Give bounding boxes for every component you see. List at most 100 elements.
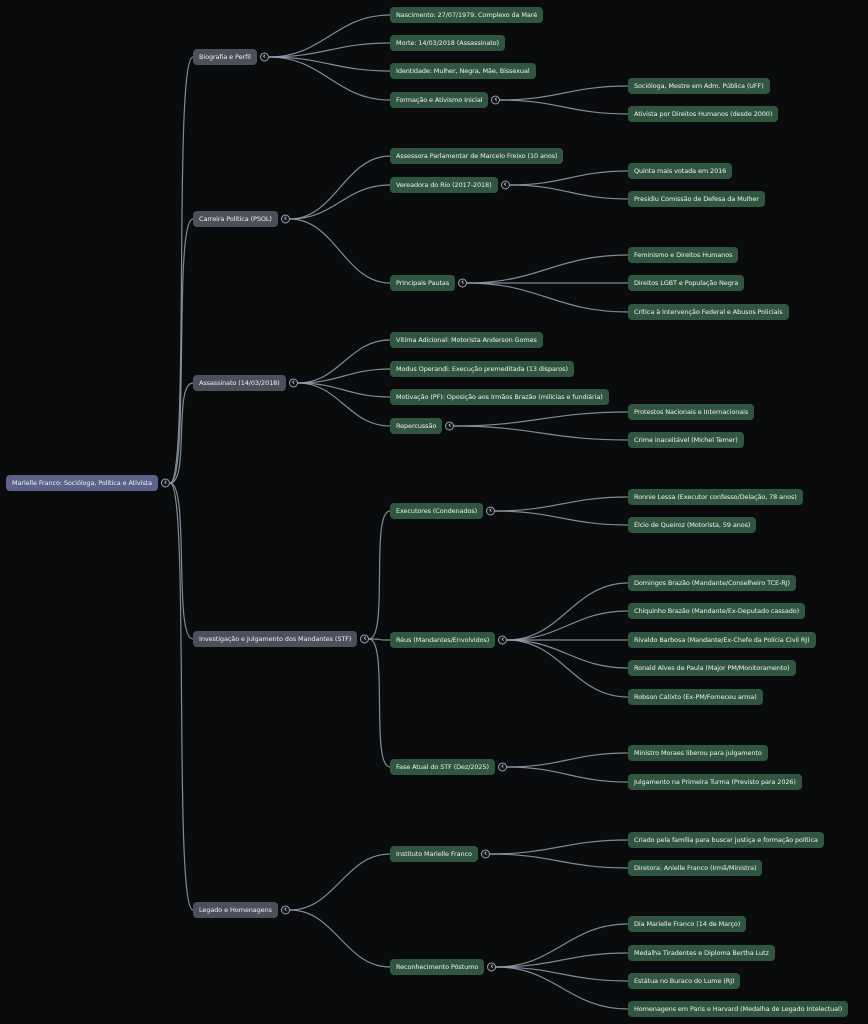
node-label: Modus Operandi: Execução premeditada (13…	[396, 364, 568, 373]
node-label: Nascimento: 27/07/1979, Complexo da Maré	[396, 10, 538, 19]
mindmap-node: Quinta mais votada em 2016	[628, 163, 733, 179]
node-label: Repercussão	[396, 421, 437, 430]
mindmap-node: Medalha Tiradentes e Diploma Bertha Lutz	[628, 945, 775, 961]
mindmap-node: Chiquinho Brazão (Mandante/Ex-Deputado c…	[628, 603, 806, 619]
edge-curve	[289, 155, 391, 220]
collapse-toggle-icon[interactable]: ‹	[360, 634, 370, 644]
mindmap-node: Carreira Política (PSOL) ‹	[193, 211, 290, 227]
edge-curve	[368, 510, 391, 640]
edge-curve	[297, 368, 391, 384]
node-label: Formação e Ativismo Inicial	[396, 95, 483, 104]
node-label: Executores (Condenados)	[396, 506, 478, 515]
node-label: Reconhecimento Póstumo	[396, 962, 479, 971]
node-label: Assassinato (14/03/2018)	[199, 378, 280, 387]
collapse-toggle-icon[interactable]: ‹	[458, 278, 468, 288]
collapse-toggle-icon[interactable]: ‹	[498, 635, 508, 645]
collapse-toggle-icon[interactable]: ‹	[280, 214, 290, 224]
mindmap-node: Ministro Moraes liberou para julgamento	[628, 745, 768, 761]
edge-curve	[509, 184, 629, 200]
node-label: Vereadora do Rio (2017-2018)	[396, 180, 492, 189]
edge-curve	[368, 638, 391, 641]
edge-curve	[453, 425, 629, 441]
mindmap-node: Feminismo e Direitos Humanos	[628, 247, 739, 263]
mindmap-node: Protestos Nacionais e Internacionais	[628, 404, 755, 420]
mindmap-node: Identidade: Mulher, Negra, Mãe, Bissexua…	[390, 63, 536, 79]
mindmap-node: Vereadora do Rio (2017-2018) ‹	[390, 177, 510, 193]
node-label: Homenagens em Paris e Harvard (Medalha d…	[634, 1004, 843, 1013]
edge-curve	[466, 282, 629, 313]
edge-curve	[297, 339, 391, 384]
node-label: Chiquinho Brazão (Mandante/Ex-Deputado c…	[634, 606, 800, 615]
node-label: Crime inaceitável (Michel Temer)	[634, 435, 738, 444]
node-label: Ronald Alves de Paula (Major PM/Monitora…	[634, 663, 790, 672]
node-label: Marielle Franco: Socióloga, Política e A…	[12, 478, 152, 487]
collapse-toggle-icon[interactable]: ‹	[288, 378, 298, 388]
edge-curve	[297, 382, 391, 427]
node-label: Investigação e Julgamento dos Mandantes …	[199, 634, 352, 643]
mindmap-root-node: Marielle Franco: Socióloga, Política e A…	[6, 475, 170, 491]
node-label: Carreira Política (PSOL)	[199, 214, 272, 223]
mindmap-node: Ronald Alves de Paula (Major PM/Monitora…	[628, 660, 796, 676]
mindmap-node: Criado pela família para buscar justiça …	[628, 832, 824, 848]
node-label: Principais Pautas	[396, 278, 450, 287]
mindmap-node: Legado e Homenagens‹	[193, 902, 290, 918]
mindmap-node: Réus (Mandantes/Envolvidos)‹	[390, 632, 508, 648]
collapse-toggle-icon[interactable]: ‹	[486, 506, 496, 516]
mindmap-node: Fase Atual do STF (Dez/2025)‹	[390, 759, 507, 775]
node-label: Feminismo e Direitos Humanos	[634, 250, 733, 259]
mindmap-node: Ativista por Direitos Humanos (desde 200…	[628, 106, 779, 122]
edge-curve	[289, 909, 391, 968]
edge-curve	[268, 56, 391, 101]
collapse-toggle-icon[interactable]: ‹	[445, 421, 455, 431]
collapse-toggle-icon[interactable]: ‹	[280, 905, 290, 915]
node-label: Ronnie Lessa (Executor confesso/Delação,…	[634, 492, 797, 501]
edge-curve	[169, 56, 194, 484]
edge-curve	[268, 14, 391, 58]
node-label: Rivaldo Barbosa (Mandante/Ex-Chefe da Po…	[634, 635, 810, 644]
edge-curve	[169, 218, 194, 484]
edge-curve	[494, 510, 629, 526]
edge-curve	[489, 853, 629, 869]
node-label: Robson Calixto (Ex-PM/Forneceu arma)	[634, 692, 757, 701]
node-label: Ministro Moraes liberou para julgamento	[634, 748, 762, 757]
collapse-toggle-icon[interactable]: ‹	[497, 762, 507, 772]
mindmap-node: Assassinato (14/03/2018) ‹	[193, 375, 298, 391]
mindmap-node: Repercussão ‹	[390, 418, 455, 434]
edge-curve	[506, 639, 629, 698]
collapse-toggle-icon[interactable]: ‹	[480, 849, 490, 859]
collapse-toggle-icon[interactable]: ‹	[491, 95, 501, 105]
mindmap-node: Direitos LGBT e População Negra	[628, 275, 745, 291]
collapse-toggle-icon[interactable]: ‹	[160, 478, 170, 488]
node-label: Crítica à Intervenção Federal e Abusos P…	[634, 307, 783, 316]
mindmap-node: Homenagens em Paris e Harvard (Medalha d…	[628, 1001, 849, 1017]
mindmap-node: Estátua no Buraco do Lume (RJ)	[628, 973, 741, 989]
edge-curve	[499, 85, 629, 101]
node-label: Assessora Parlamentar de Marcelo Freixo …	[396, 151, 558, 160]
edge-curve	[289, 853, 391, 911]
mindmap-node: Principais Pautas ‹	[390, 275, 468, 291]
edge-curve	[494, 496, 629, 512]
node-label: Julgamento na Primeira Turma (Previsto p…	[634, 777, 796, 786]
edge-curve	[495, 966, 629, 1010]
edge-curve	[453, 411, 629, 427]
edge-curve	[489, 839, 629, 855]
mindmap-node: Executores (Condenados) ‹	[390, 503, 496, 519]
mindmap-node: Modus Operandi: Execução premeditada (13…	[390, 361, 574, 377]
edge-curve	[466, 254, 629, 284]
node-label: Motivação (PF): Oposição aos Irmãos Braz…	[396, 392, 603, 401]
node-label: Socióloga, Mestre em Adm. Pública (UFF)	[634, 81, 764, 90]
node-label: Ativista por Direitos Humanos (desde 200…	[634, 109, 773, 118]
mindmap-node: Julgamento na Primeira Turma (Previsto p…	[628, 774, 802, 790]
collapse-toggle-icon[interactable]: ‹	[259, 52, 269, 62]
edge-curve	[268, 56, 391, 72]
edge-curve	[495, 966, 629, 982]
edge-curve	[506, 766, 629, 783]
collapse-toggle-icon[interactable]: ‹	[500, 180, 510, 190]
mindmap-node: Vítima Adicional: Motorista Anderson Gom…	[390, 332, 543, 348]
edge-curve	[368, 638, 391, 768]
mindmap-node: Domingos Brazão (Mandante/Conselheiro TC…	[628, 575, 796, 591]
node-label: Diretora: Anielle Franco (Irmã/Ministra)	[634, 863, 757, 872]
collapse-toggle-icon[interactable]: ‹	[487, 962, 497, 972]
edge-curve	[289, 218, 391, 284]
